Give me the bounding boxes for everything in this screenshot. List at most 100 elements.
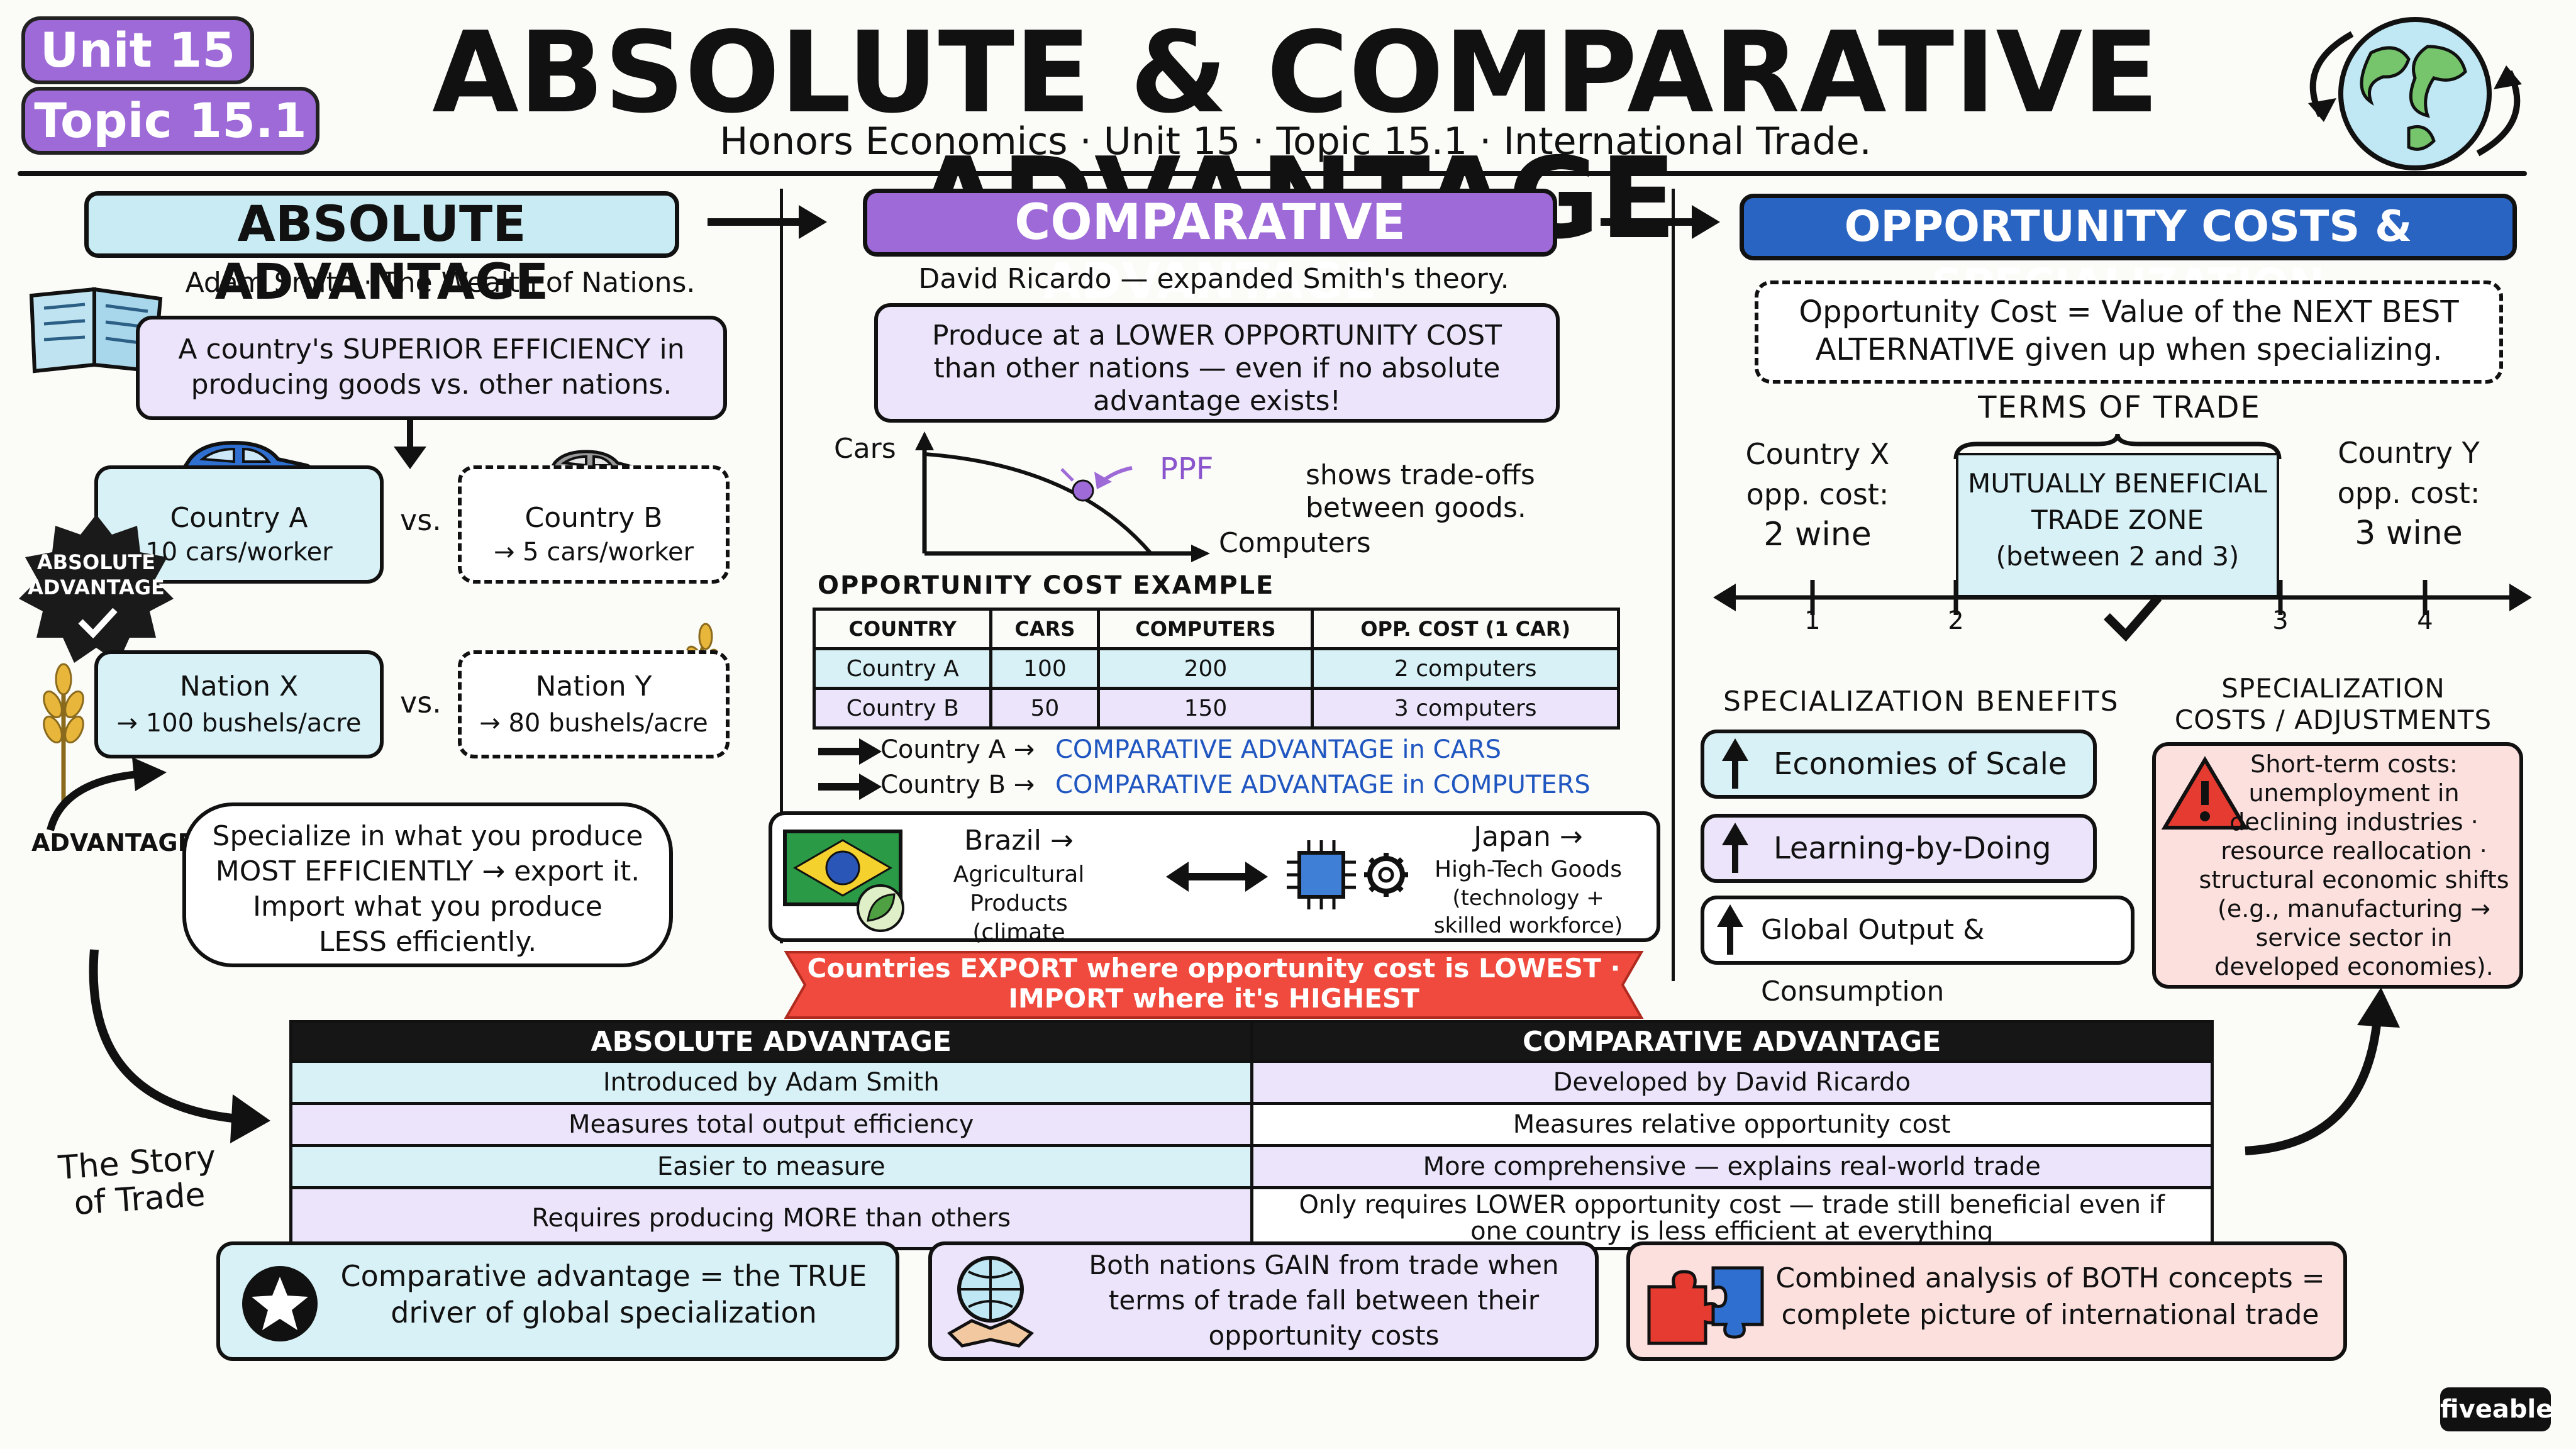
conclusion-b-result: COMPARATIVE ADVANTAGE in COMPUTERS [1055,770,1591,799]
conclusion-a-prefix: Country A → [880,735,1035,764]
table-cell: Measures relative opportunity cost [1250,1102,2214,1147]
ppf-note: shows trade-offs between goods. [1306,459,1535,524]
opp-def-line-1: Opportunity Cost = Value of the NEXT BES… [1799,294,2459,330]
star-icon [242,1266,318,1341]
table-cell: Requires producing MORE than others [289,1186,1253,1250]
banner-ribbon [784,951,1644,1019]
benefits-title: SPECIALIZATION BENEFITS [1723,686,2119,718]
brazil-goods: Agricultural Products [953,862,1085,916]
country-b-value: → 5 cars/worker [493,538,694,567]
arrow-right-icon [818,738,882,765]
benefit-label: Learning-by-Doing [1774,831,2051,866]
wheat-icon [43,663,84,802]
ppf-chart [915,431,1210,562]
costs-title-line-2: COSTS / ADJUSTMENTS [2174,704,2492,735]
table-row: Introduced by Adam Smith Developed by Da… [289,1060,2214,1105]
table-cell: Country A [812,647,993,690]
table-row: Country A 100 200 2 computers [812,647,1620,690]
puzzle-icon [1647,1266,1764,1345]
opp-cost-table-title: OPPORTUNITY COST EXAMPLE [818,571,1275,600]
arrow-down-icon [394,416,426,469]
country-b-name: Country B [525,502,663,534]
arrow-right-icon [1601,205,1720,239]
trade-zone-label: MUTUALLY BENEFICIAL TRADE ZONE (between … [1956,465,2279,575]
table-cell: 150 [1097,687,1314,730]
benefit-item: Economies of Scale [1701,730,2097,799]
terms-number-line [1713,580,2532,642]
country-a-name: Country A [170,502,308,534]
costs-title: SPECIALIZATION COSTS / ADJUSTMENTS [2126,673,2541,736]
benefit-item: Learning-by-Doing [1701,814,2097,883]
microchip-icon [1287,840,1408,909]
badge-label: ABSOLUTE ADVANTAGE [25,550,167,600]
badge-line-1: ABSOLUTE [36,550,156,574]
comparative-heading: COMPARATIVE ADVANTAGE [863,189,1557,310]
opportunity-cost-table: COUNTRY CARS COMPUTERS OPP. COST (1 CAR)… [812,608,1620,730]
brazil-name: Brazil → [964,824,1074,857]
table-cell: 50 [989,687,1101,730]
table-cell: Only requires LOWER opportunity cost — t… [1250,1186,2214,1250]
bubble-line-2: MOST EFFICIENTLY → export it. [215,855,640,887]
benefit-label: Economies of Scale [1774,747,2067,782]
table-cell: Easier to measure [289,1144,1253,1189]
japan-example: Japan → High-Tech Goods (technology + sk… [1415,819,1641,940]
curved-arrow-icon [47,757,167,831]
table-header-row: COUNTRY CARS COMPUTERS OPP. COST (1 CAR) [812,608,1620,650]
costs-text: Short-term costs: unemployment in declin… [2199,750,2509,980]
tick-label: 3 [2272,606,2289,635]
banner-line-2: IMPORT where it's HIGHEST [1008,983,1419,1014]
bubble-line-1: Specialize in what you produce [212,820,643,852]
table-header: COUNTRY [812,608,993,650]
badge-line-2: ADVANTAGE [28,575,165,599]
nation-y-card: Nation Y → 80 bushels/acre [458,650,730,758]
comparative-definition: Produce at a LOWER OPPORTUNITY COST than… [874,303,1560,423]
country-x-line-3: 2 wine [1763,516,1872,553]
table-cell: 100 [989,647,1101,690]
japan-reason: (technology + skilled workforce) [1433,886,1623,938]
arrow-right-icon [708,205,827,239]
conclusion-b: Country B → COMPARATIVE ADVANTAGE in COM… [880,767,1591,802]
country-y-line-3: 3 wine [2355,514,2463,552]
conclusion-a-result: COMPARATIVE ADVANTAGE in CARS [1055,735,1501,764]
trade-rule-bubble: Specialize in what you produce MOST EFFI… [182,802,673,967]
vs-label: vs. [400,686,441,719]
arrow-up-icon [1717,904,1743,955]
topic-tag: Topic 15.1 [21,87,319,155]
table-cell: 2 computers [1311,647,1620,690]
export-import-banner: Countries EXPORT where opportunity cost … [805,953,1623,1014]
vs-label: vs. [400,503,441,537]
nation-y-name: Nation Y [535,670,652,702]
country-x-cost: Country X opp. cost: 2 wine [1711,434,1924,555]
japan-goods: High-Tech Goods [1434,857,1623,882]
handshake-globe-icon [947,1256,1035,1348]
absolute-attribution: Adam Smith · The Wealth of Nations. [185,267,696,299]
brand-logo: fiveable [2440,1387,2553,1431]
benefit-label: Global Output & Consumption [1761,914,1985,1008]
opportunity-definition: Opportunity Cost = Value of the NEXT BES… [1755,280,2503,384]
ppf-y-label: Cars [834,433,896,465]
absolute-definition: A country's SUPERIOR EFFICIENCY in produ… [136,316,727,420]
ppf-x-label: Computers [1219,527,1371,559]
takeaway-text: Both nations GAIN from trade when terms … [1089,1250,1559,1351]
absolute-definition-text: A country's SUPERIOR EFFICIENCY in produ… [178,333,685,401]
arrow-up-icon [1722,738,1748,789]
unit-tag: Unit 15 [21,16,254,84]
advantage-side-label: ADVANTAGE [31,829,194,857]
tick-label: 4 [2417,606,2433,635]
table-cell: Introduced by Adam Smith [289,1060,1253,1105]
nation-y-value: → 80 bushels/acre [479,709,708,738]
globe-icon [2308,17,2522,170]
tick-label: 2 [1948,606,1964,635]
table-row: Country B 50 150 3 computers [812,687,1620,730]
award-badge-icon [19,514,174,663]
table-row: Measures total output efficiency Measure… [289,1102,2214,1147]
table-header: OPP. COST (1 CAR) [1311,608,1620,650]
table-cell: Developed by David Ricardo [1250,1060,2214,1105]
zone-line-2: TRADE ZONE [2031,504,2204,535]
zone-line-3: (between 2 and 3) [1996,541,2240,572]
country-x-line-1: Country X [1745,437,1890,471]
table-cell: 200 [1097,647,1314,690]
comparative-attribution: David Ricardo — expanded Smith's theory. [918,263,1509,295]
double-arrow-icon [1166,862,1268,892]
country-y-cost: Country Y opp. cost: 3 wine [2289,433,2528,553]
